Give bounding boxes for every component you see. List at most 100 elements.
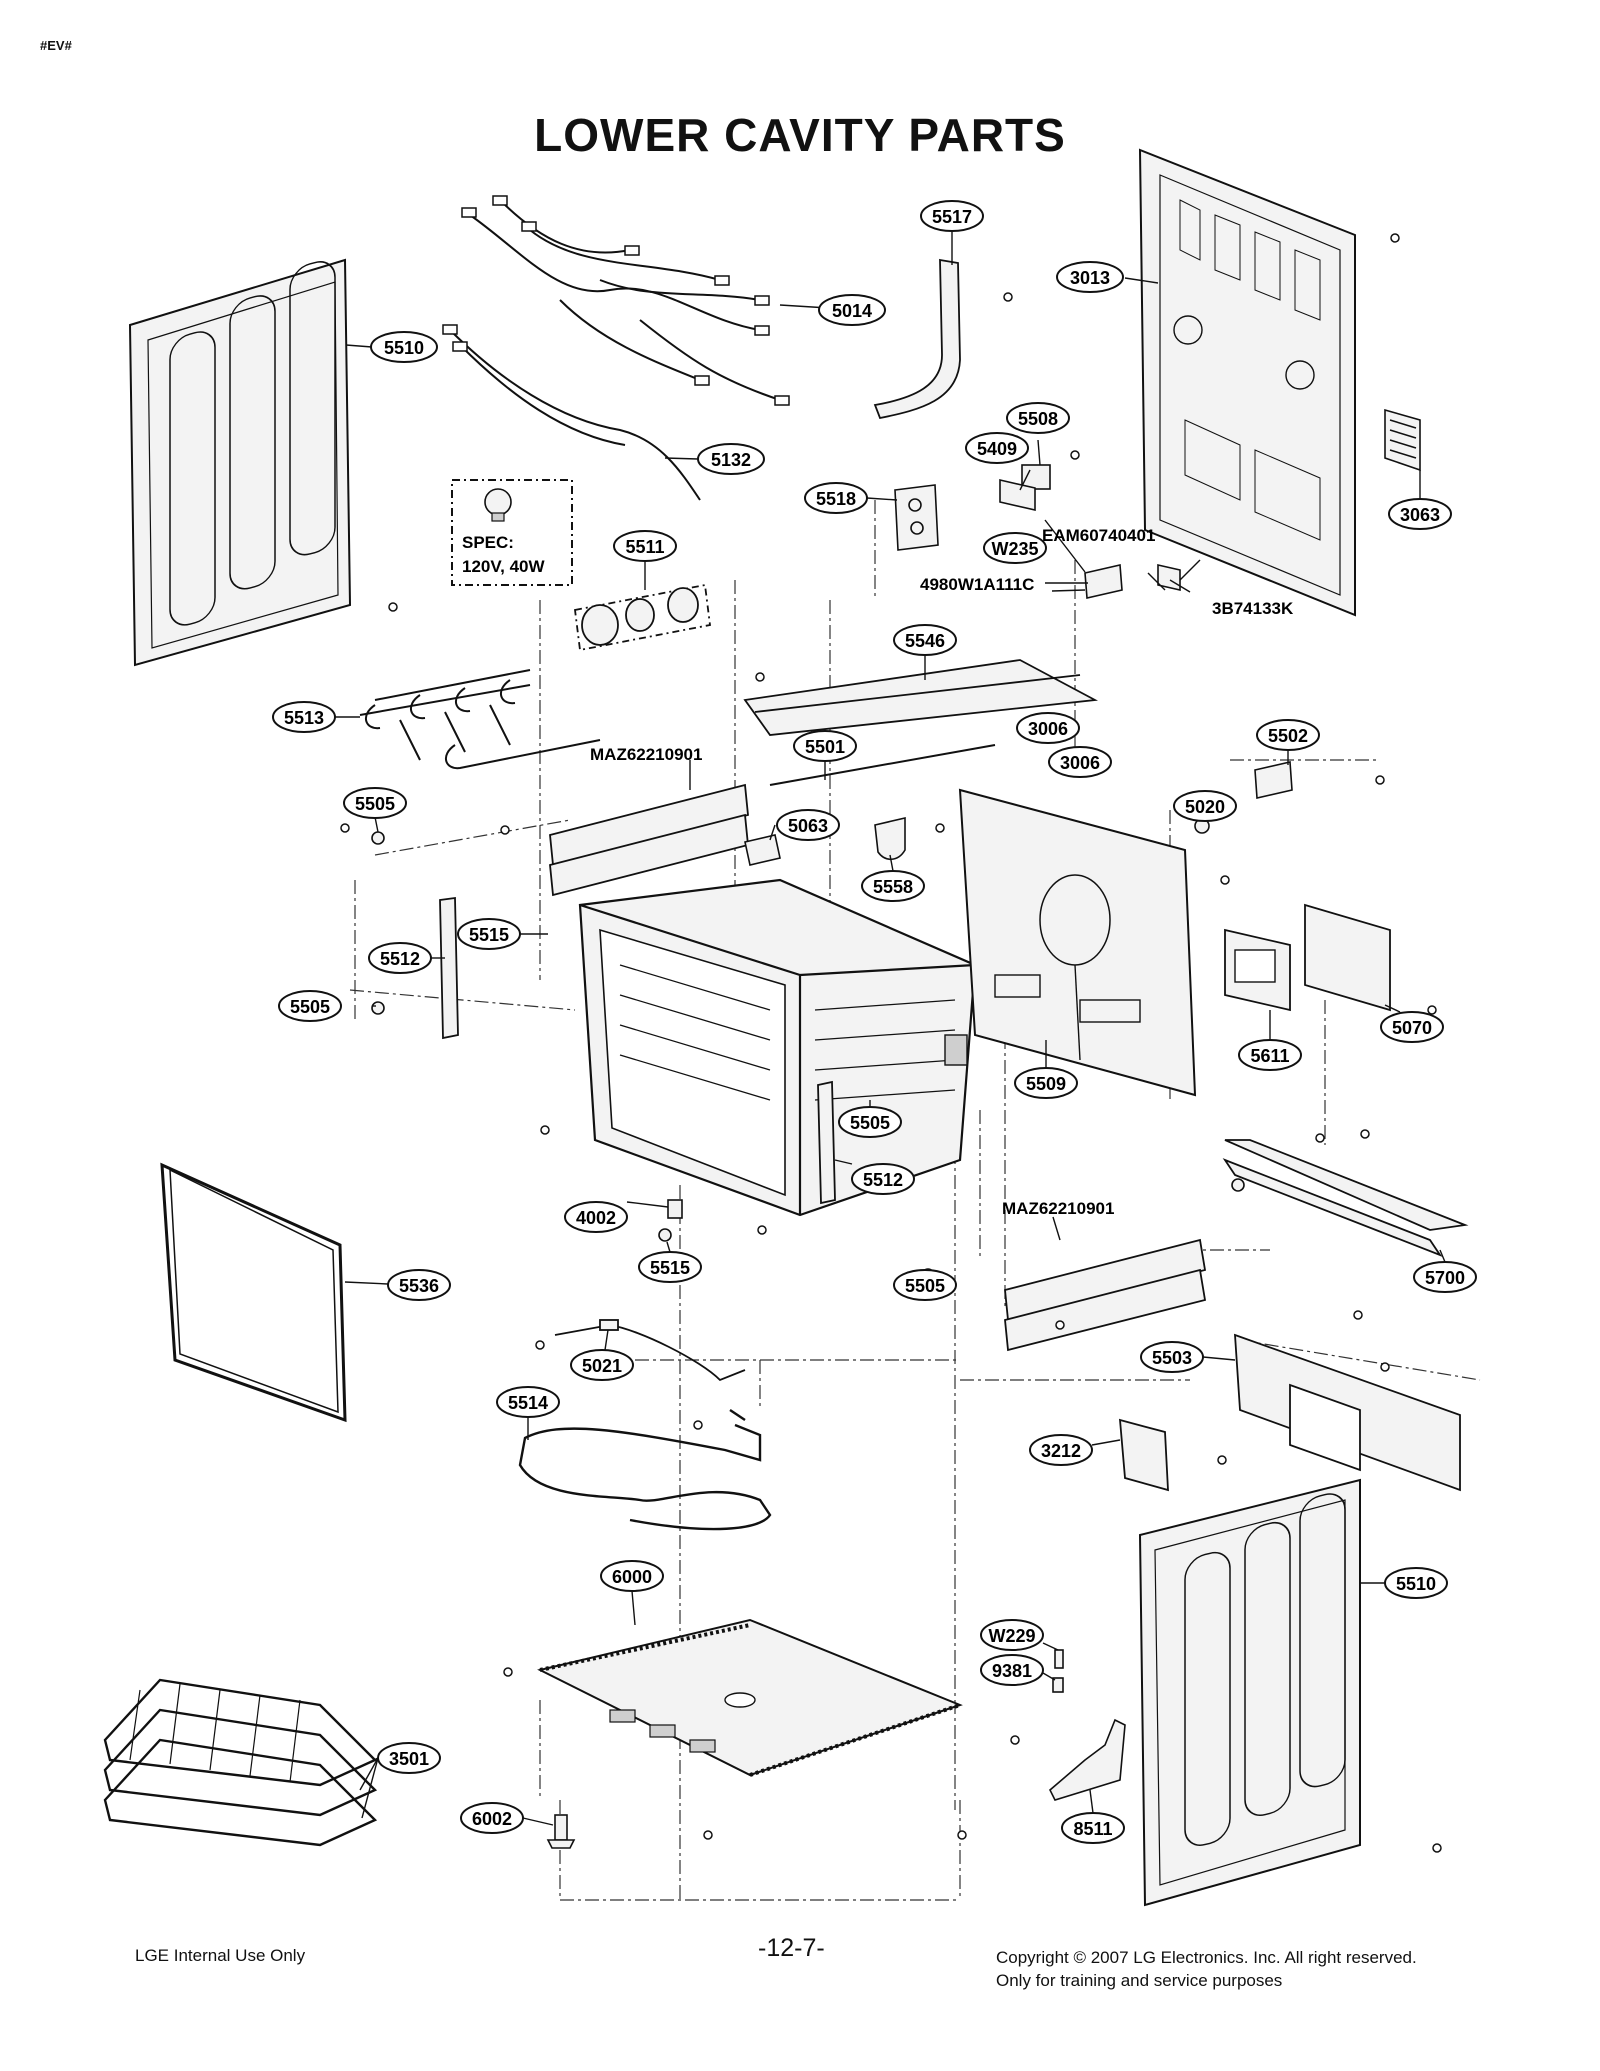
callout-5503: 5503 bbox=[1140, 1341, 1204, 1373]
right-support-strip bbox=[817, 1080, 836, 1205]
thermostat-parts bbox=[1194, 761, 1293, 834]
footer-copyright: Copyright © 2007 LG Electronics. Inc. Al… bbox=[996, 1946, 1417, 1992]
svg-text:3212: 3212 bbox=[1041, 1441, 1081, 1461]
upper-rail bbox=[743, 659, 1099, 736]
part-number-maz-lower: MAZ62210901 bbox=[1002, 1199, 1114, 1218]
callout-5515-b: 5515 bbox=[638, 1251, 702, 1283]
page-title: LOWER CAVITY PARTS bbox=[534, 109, 1066, 161]
callout-5505-c: 5505 bbox=[838, 1106, 902, 1138]
callout-5512-b: 5512 bbox=[851, 1163, 915, 1195]
svg-text:5558: 5558 bbox=[873, 877, 913, 897]
temperature-sensor bbox=[554, 1319, 746, 1382]
callout-5512-a: 5512 bbox=[368, 942, 432, 974]
svg-text:5505: 5505 bbox=[850, 1113, 890, 1133]
oven-cavity bbox=[578, 878, 977, 1217]
callout-5510-upper: 5510 bbox=[370, 331, 438, 363]
door-gasket bbox=[160, 1162, 347, 1423]
svg-text:3013: 3013 bbox=[1070, 268, 1110, 288]
left-support-strip bbox=[439, 896, 459, 1040]
spec-label: SPEC: bbox=[462, 533, 514, 552]
left-side-panel bbox=[128, 258, 352, 667]
part-number-3b: 3B74133K bbox=[1212, 599, 1294, 618]
svg-text:5700: 5700 bbox=[1425, 1268, 1465, 1288]
bracket-strip bbox=[873, 258, 961, 420]
svg-text:8511: 8511 bbox=[1073, 1819, 1112, 1839]
anti-tip-bracket bbox=[1049, 1649, 1126, 1801]
callout-5510-lower: 5510 bbox=[1384, 1567, 1448, 1599]
svg-text:5517: 5517 bbox=[932, 207, 972, 227]
control-box bbox=[1224, 903, 1391, 1012]
svg-text:5505: 5505 bbox=[290, 997, 330, 1017]
spec-value: 120V, 40W bbox=[462, 557, 545, 576]
harness-connectors bbox=[442, 195, 790, 406]
svg-text:5505: 5505 bbox=[905, 1276, 945, 1296]
svg-text:W229: W229 bbox=[988, 1626, 1035, 1646]
bake-element bbox=[518, 1409, 772, 1531]
callout-5501: 5501 bbox=[793, 730, 857, 762]
svg-text:5512: 5512 bbox=[863, 1170, 903, 1190]
callout-5700: 5700 bbox=[1413, 1261, 1477, 1293]
callout-5409: 5409 bbox=[965, 432, 1029, 464]
svg-text:5070: 5070 bbox=[1392, 1018, 1432, 1038]
rear-housing bbox=[1118, 1333, 1461, 1492]
footer-internal-use: LGE Internal Use Only bbox=[135, 1946, 306, 1965]
callout-5513: 5513 bbox=[272, 701, 336, 733]
callout-w235: W235 bbox=[983, 532, 1047, 564]
part-number-maz-upper: MAZ62210901 bbox=[590, 745, 702, 764]
svg-text:5409: 5409 bbox=[977, 439, 1017, 459]
callout-5515-a: 5515 bbox=[457, 918, 521, 950]
callout-5505-d: 5505 bbox=[893, 1269, 957, 1301]
callout-5611: 5611 bbox=[1238, 1039, 1302, 1071]
svg-text:9381: 9381 bbox=[992, 1661, 1032, 1681]
callout-5502: 5502 bbox=[1256, 719, 1320, 751]
oven-racks bbox=[103, 1678, 378, 1847]
callout-3006-b: 3006 bbox=[1048, 746, 1112, 778]
broil-element bbox=[359, 669, 601, 770]
callout-5070: 5070 bbox=[1380, 1011, 1444, 1043]
svg-text:4002: 4002 bbox=[576, 1208, 616, 1228]
small-brackets bbox=[744, 816, 906, 866]
svg-text:3063: 3063 bbox=[1400, 505, 1440, 525]
svg-text:5515: 5515 bbox=[650, 1258, 690, 1278]
callout-5536: 5536 bbox=[387, 1269, 451, 1301]
svg-text:6000: 6000 bbox=[612, 1567, 652, 1587]
vent-cover bbox=[1384, 408, 1421, 472]
leveling-leg bbox=[546, 1814, 576, 1849]
callout-8511: 8511 bbox=[1061, 1812, 1125, 1844]
svg-text:5546: 5546 bbox=[905, 631, 945, 651]
callout-6002: 6002 bbox=[460, 1802, 524, 1834]
svg-text:3501: 3501 bbox=[389, 1749, 429, 1769]
callout-5063: 5063 bbox=[776, 809, 840, 841]
svg-text:5509: 5509 bbox=[1026, 1074, 1066, 1094]
svg-text:5510: 5510 bbox=[384, 338, 424, 358]
wire-harness bbox=[449, 199, 781, 501]
callout-5509: 5509 bbox=[1014, 1067, 1078, 1099]
callout-3212: 3212 bbox=[1029, 1434, 1093, 1466]
callout-w229: W229 bbox=[980, 1619, 1044, 1651]
svg-text:5132: 5132 bbox=[711, 450, 751, 470]
right-side-panel bbox=[1138, 1478, 1361, 1907]
svg-text:5518: 5518 bbox=[816, 489, 856, 509]
side-rail-lower bbox=[1004, 1238, 1207, 1352]
light-bulb-icon bbox=[484, 488, 512, 516]
callout-5132: 5132 bbox=[697, 443, 765, 475]
callout-5518: 5518 bbox=[804, 482, 868, 514]
svg-text:5014: 5014 bbox=[832, 301, 872, 321]
svg-text:6002: 6002 bbox=[472, 1809, 512, 1829]
callout-5505-b: 5505 bbox=[278, 990, 342, 1022]
callout-5546: 5546 bbox=[893, 624, 957, 656]
svg-text:5512: 5512 bbox=[380, 949, 420, 969]
callout-5514: 5514 bbox=[496, 1386, 560, 1418]
svg-text:5020: 5020 bbox=[1185, 797, 1225, 817]
rear-bulkhead bbox=[958, 788, 1197, 1097]
part-number-4980: 4980W1A111C bbox=[920, 575, 1034, 594]
svg-text:5511: 5511 bbox=[625, 537, 664, 557]
svg-text:5502: 5502 bbox=[1268, 726, 1308, 746]
svg-text:5510: 5510 bbox=[1396, 1574, 1436, 1594]
spec-box: SPEC: 120V, 40W bbox=[451, 479, 573, 586]
part-number-eam: EAM60740401 bbox=[1042, 526, 1155, 545]
callout-5558: 5558 bbox=[861, 870, 925, 902]
svg-text:5501: 5501 bbox=[805, 737, 845, 757]
callout-6000: 6000 bbox=[600, 1560, 664, 1592]
